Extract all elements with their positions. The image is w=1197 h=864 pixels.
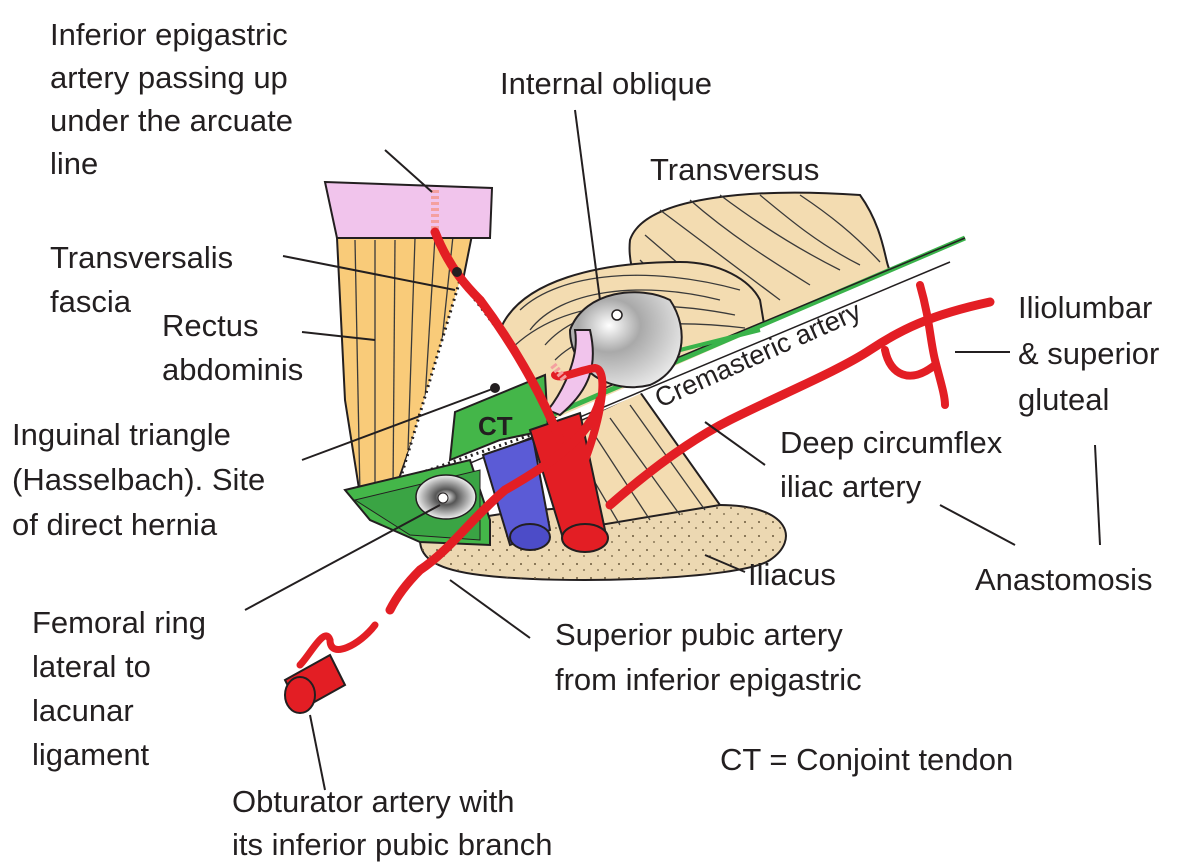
label-femoral-ring: Femoral ring lateral to lacunar ligament [32,605,215,772]
label-rectus: Rectus abdominis [162,308,303,387]
ct-inner-label: CT [478,411,513,441]
label-iliolumbar: Iliolumbar & superior gluteal [1018,290,1168,417]
label-anastomosis: Anastomosis [975,562,1152,597]
label-obturator: Obturator artery with its inferior pubic… [232,784,553,862]
label-transversus: Transversus [650,152,819,187]
label-inguinal-triangle: Inguinal triangle (Hasselbach). Site of … [12,417,274,542]
label-inferior-epigastric: Inferior epigastric artery passing up un… [50,17,302,181]
label-iliacus: Iliacus [748,557,836,592]
label-deep-circumflex: Deep circumflex iliac artery [780,425,1011,504]
label-superior-pubic: Superior pubic artery from inferior epig… [555,617,862,697]
obturator-artery [285,625,375,713]
iliolumbar-branches [885,285,945,405]
label-ct-legend: CT = Conjoint tendon [720,742,1013,777]
rectus-sheath [325,182,492,238]
label-internal-oblique: Internal oblique [500,66,712,101]
